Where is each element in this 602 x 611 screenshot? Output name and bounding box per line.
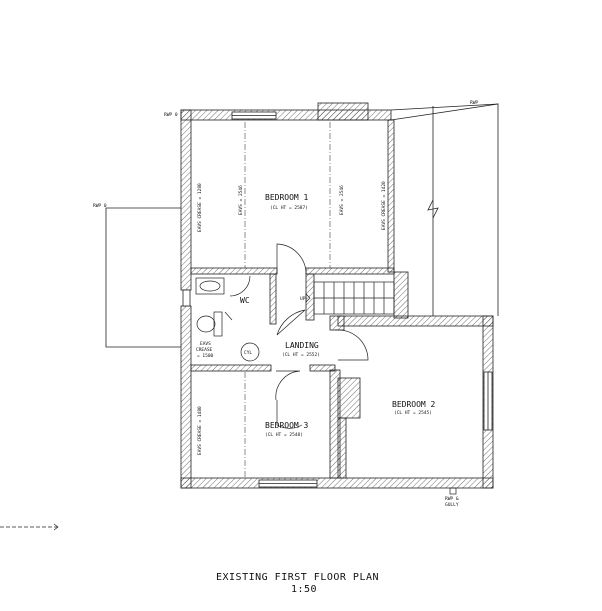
right-extension	[390, 103, 499, 316]
wc-eaves-label: EAVS	[200, 341, 211, 347]
wc-fittings	[195, 277, 260, 362]
doors	[229, 243, 369, 429]
rwp-top-left: RWP 0	[164, 112, 178, 118]
rwp-left: RWP 0	[93, 203, 107, 209]
wc-crease-label: CREASE	[196, 347, 213, 353]
staircase	[305, 281, 395, 315]
windows	[182, 111, 493, 488]
stair-up-label: UP	[300, 296, 306, 302]
cyl-label: CYL	[244, 350, 252, 356]
bedroom3-name: BEDROOM 3	[265, 421, 309, 430]
bedroom1-crease-mid2: EAVS = 2546	[339, 185, 345, 215]
gully-label: GULLY	[445, 502, 459, 508]
external-walls	[180, 102, 494, 489]
drawing-title: EXISTING FIRST FLOOR PLAN	[216, 572, 379, 583]
bedroom3-crease: EAVS CREASE = 1480	[197, 406, 203, 455]
bedroom3-height: (CL HT = 2548)	[265, 432, 303, 438]
rwp-gully: RWP &	[445, 496, 459, 502]
bedroom1-crease-left: EAVS CREASE = 1280	[197, 183, 203, 232]
landing-name: LANDING	[285, 341, 319, 350]
wc-crease-value: = 1500	[197, 353, 214, 359]
gully-marker	[449, 487, 457, 495]
bedroom1-height: (CL HT = 2587)	[270, 205, 308, 211]
landing-height: (CL HT = 2552)	[282, 352, 320, 358]
bedroom1-name: BEDROOM 1	[265, 193, 309, 202]
bedroom2-name: BEDROOM 2	[392, 400, 436, 409]
bedroom1-crease-right: EAVS CREASE = 1420	[381, 181, 387, 230]
wc-name: WC	[240, 296, 250, 305]
drawing-scale: 1:50	[291, 584, 317, 595]
rwp-top-right: RWP	[470, 100, 478, 106]
bedroom1-crease-mid1: EAVS = 2546	[238, 185, 244, 215]
bedroom2-height: (CL HT = 2545)	[394, 410, 432, 416]
eaves-crease-lines	[244, 122, 331, 478]
left-porch	[105, 207, 181, 348]
